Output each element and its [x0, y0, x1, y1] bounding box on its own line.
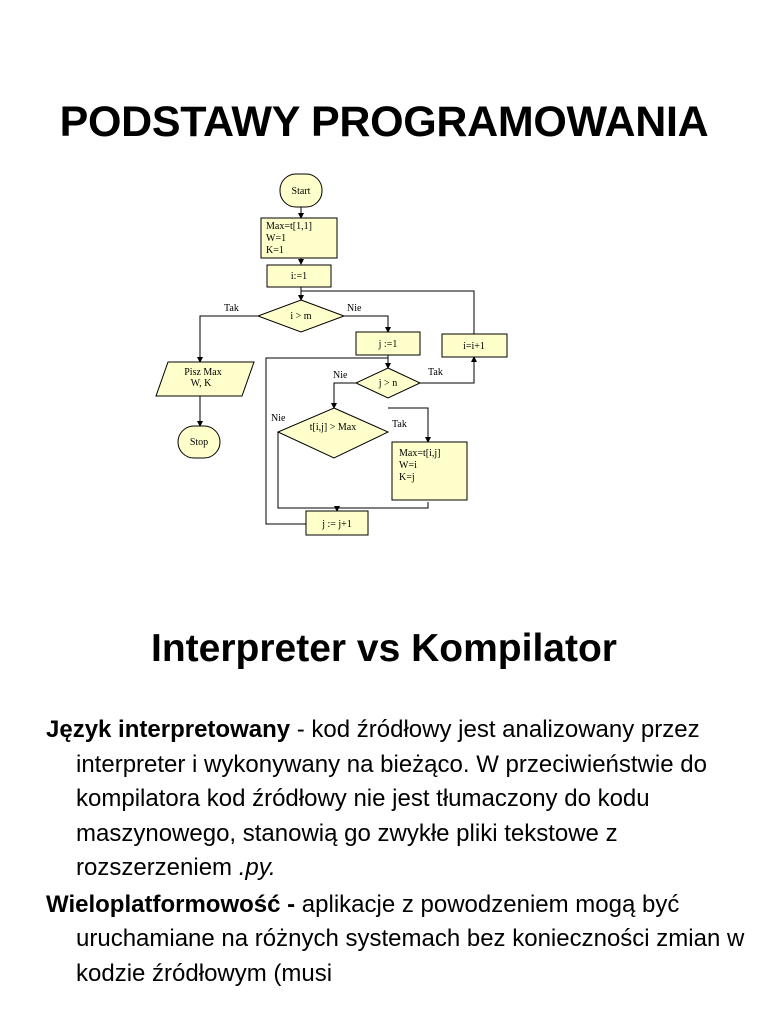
- flow-init-line-2: W=1: [266, 233, 286, 244]
- content-term: Język interpretowany: [46, 716, 291, 743]
- flow-label-tak-1: Tak: [224, 303, 239, 314]
- flow-i-inc-process: i=i+1: [441, 333, 508, 358]
- content-text: - kod źródłowy jest analizowany przez in…: [76, 716, 707, 881]
- flowchart-connectors: [197, 207, 477, 525]
- content-term: Wieloplatformowość -: [46, 890, 296, 918]
- flow-decision-i-label: i > m: [290, 311, 311, 322]
- flow-i-init-process: i:=1: [266, 264, 332, 288]
- content-list: Język interpretowany - kod źródłowy jest…: [46, 713, 746, 993]
- flow-label-tak-2: Tak: [428, 367, 443, 378]
- flow-label-nie-3: Nie: [271, 413, 286, 424]
- content-text: aplikacje z powodzeniem mogą być urucham…: [76, 890, 745, 987]
- flow-label-nie-1: Nie: [347, 303, 362, 314]
- slide-title: PODSTAWY PROGRAMOWANIA: [59, 98, 709, 146]
- flow-update-line-1: Max=t[i,j]: [399, 448, 440, 459]
- flow-output-line-2: W, K: [191, 378, 213, 389]
- flow-decision-t-label: t[i,j] > Max: [310, 422, 356, 433]
- flow-update-line-2: W=i: [399, 460, 417, 471]
- flow-j-inc-process: j := j+1: [305, 510, 369, 536]
- content-item-interpreted: Język interpretowany - kod źródłowy jest…: [46, 713, 746, 886]
- flow-label-nie-2: Nie: [333, 370, 348, 381]
- flow-decision-t: t[i,j] > Max: [276, 407, 390, 459]
- content-extension: .py.: [238, 854, 276, 881]
- slide-subtitle: Interpreter vs Kompilator: [151, 627, 617, 670]
- flow-output: Pisz Max W, K: [155, 361, 255, 397]
- flow-decision-i: i > m: [256, 299, 346, 333]
- flow-init-line-3: K=1: [266, 245, 284, 256]
- content-item-multiplatform: Wieloplatformowość - aplikacje z powodze…: [46, 888, 746, 992]
- flow-label-tak-3: Tak: [392, 419, 407, 430]
- flow-j-init-process: j :=1: [355, 331, 421, 356]
- flow-decision-j: j > n: [354, 367, 422, 399]
- flow-output-line-1: Pisz Max: [184, 367, 222, 378]
- flow-i-init-label: i:=1: [291, 271, 307, 282]
- flow-j-inc-label: j := j+1: [321, 519, 352, 530]
- flow-init-line-1: Max=t[1,1]: [266, 221, 312, 232]
- flow-j-init-label: j :=1: [378, 339, 398, 350]
- flowchart: Start Max=t[1,1] W=1 K=1 i:=1 i > m Tak …: [155, 173, 508, 536]
- flow-stop-label: Stop: [190, 437, 208, 448]
- flow-decision-j-label: j > n: [378, 378, 397, 389]
- flow-i-inc-label: i=i+1: [463, 341, 485, 352]
- flow-update-line-3: K=j: [399, 472, 415, 483]
- flow-start-label: Start: [292, 186, 311, 197]
- flow-update-process: Max=t[i,j] W=i K=j: [391, 441, 468, 501]
- flow-init-process: Max=t[1,1] W=1 K=1: [260, 217, 338, 259]
- flow-start-terminal: Start: [279, 173, 323, 208]
- flow-stop-terminal: Stop: [177, 425, 221, 459]
